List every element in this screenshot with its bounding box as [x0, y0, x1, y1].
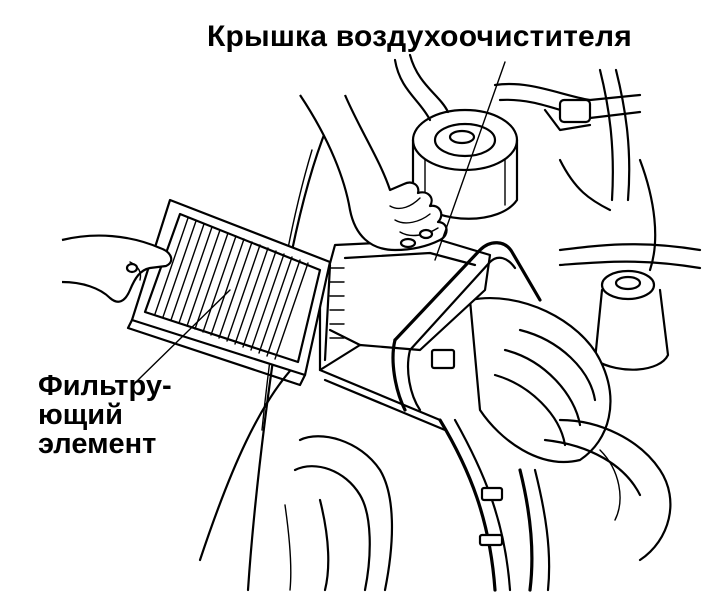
filter-element-label-line2: ющий: [38, 399, 123, 431]
leader-lines: [137, 61, 506, 381]
hand-upper: [299, 94, 448, 252]
leader-filter: [137, 289, 231, 381]
hand-left: [61, 234, 173, 303]
intake-duct: [468, 297, 672, 562]
filter-element: [126, 198, 332, 387]
filter-element-label-line1: Фильтру-: [38, 370, 172, 402]
reservoir: [558, 243, 702, 371]
filter-element-label-line3: элемент: [38, 428, 157, 460]
leader-cover: [434, 61, 506, 261]
air-cleaner-cover-label: Крышка воздухоочистителя: [207, 20, 632, 53]
upper-hoses: [393, 53, 657, 272]
front-pipe: [391, 241, 551, 592]
air-canister: [411, 108, 519, 220]
lower-hose: [284, 435, 394, 592]
filter-element-label: Фильтру- ющий элемент: [38, 372, 172, 459]
air-cleaner-housing: [318, 238, 492, 432]
